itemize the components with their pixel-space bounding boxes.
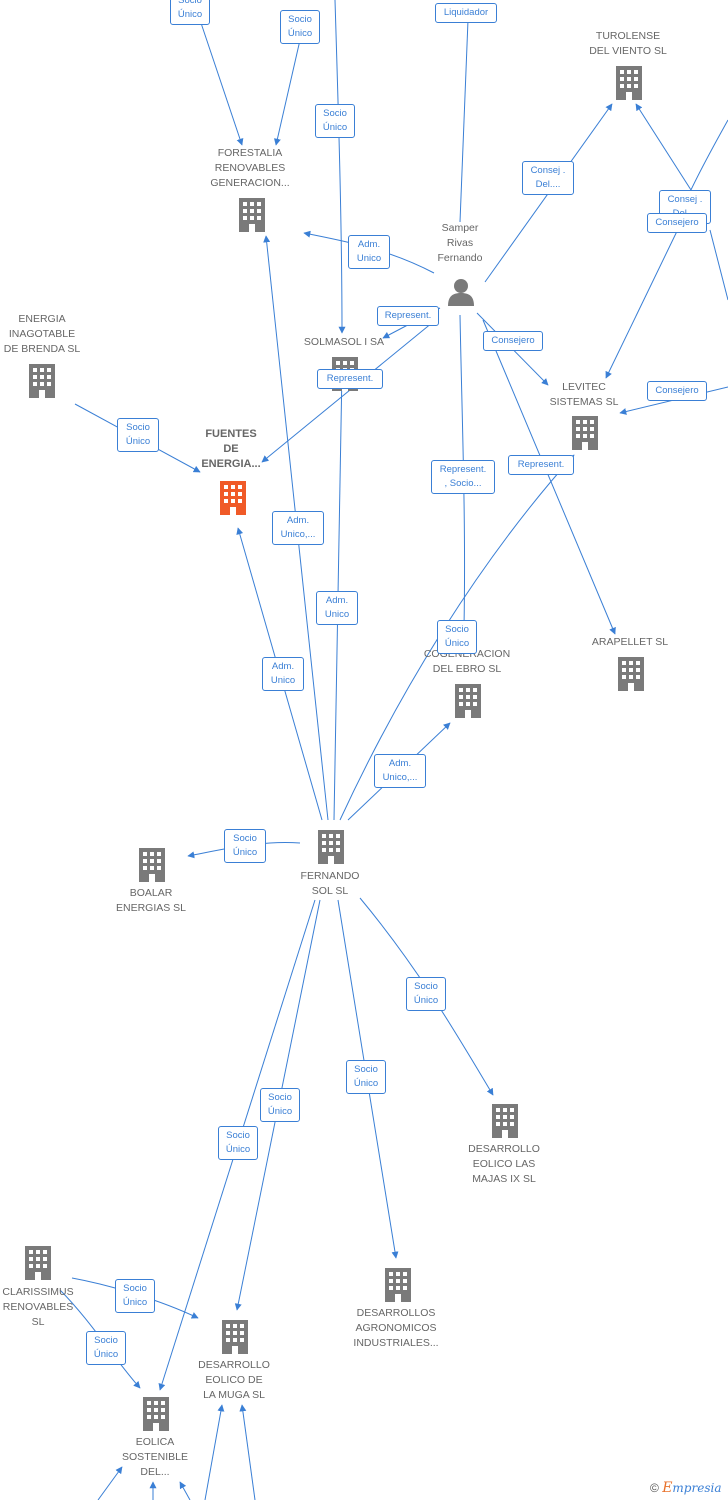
node-boalar[interactable]: BOALAR ENERGIAS SL [101, 848, 201, 916]
relation-badge[interactable]: Adm. Unico [348, 235, 390, 269]
building-icon [571, 416, 599, 450]
building-icon-focus [218, 481, 248, 515]
brand-logo: © Empresia [650, 1480, 721, 1496]
building-icon [491, 1104, 519, 1138]
relation-badge[interactable]: Socio Único [115, 1279, 155, 1313]
brand-logo-text: mpresia [672, 1481, 722, 1495]
relation-badge[interactable]: Consej . Del.... [522, 161, 574, 195]
relation-badge[interactable]: Consejero [647, 213, 707, 233]
node-label: Samper Rivas Fernando [437, 222, 483, 264]
edge [482, 319, 616, 635]
node-label: FUENTES DE ENERGIA... [201, 428, 261, 470]
building-icon [238, 198, 266, 232]
building-icon [454, 684, 482, 718]
relation-badge[interactable]: Socio Único [218, 1126, 258, 1160]
node-label: FORESTALIA RENOVABLES GENERACION... [210, 147, 290, 189]
edge [97, 1466, 123, 1500]
node-desarrollos-agro[interactable]: DESARROLLOS AGRONOMICOS INDUSTRIALES... [346, 1268, 446, 1351]
node-label: BOALAR ENERGIAS SL [115, 887, 187, 914]
relation-badge[interactable]: Represent. , Socio... [431, 460, 495, 494]
building-icon [138, 848, 166, 882]
node-energia-inagotable[interactable]: ENERGIA INAGOTABLE DE BRENDA SL [0, 312, 84, 357]
node-fernando-sol[interactable]: FERNANDO SOL SL [280, 830, 380, 899]
node-label: TUROLENSE DEL VIENTO SL [589, 30, 667, 57]
node-solmasol[interactable]: SOLMASOL I SA [294, 335, 394, 350]
node-arapellet[interactable]: ARAPELLET SL [580, 635, 680, 650]
building-icon [28, 364, 56, 398]
node-fuentes-focus[interactable]: FUENTES DE ENERGIA... [191, 427, 271, 472]
copyright-symbol: © [650, 1481, 659, 1495]
building-icon [615, 66, 643, 100]
building-icon [221, 1320, 249, 1354]
building-icon [617, 657, 645, 691]
edge [204, 1404, 225, 1500]
relation-badge[interactable]: Consejero [483, 331, 543, 351]
relation-badge[interactable]: Liquidador [435, 3, 497, 23]
edge [334, 0, 346, 334]
edge [239, 1404, 256, 1500]
relation-badge[interactable]: Adm. Unico,... [374, 754, 426, 788]
node-desarrollo-majas[interactable]: DESARROLLO EOLICO LAS MAJAS IX SL [454, 1104, 554, 1187]
relation-badge[interactable]: Socio Único [86, 1331, 126, 1365]
node-label: SOLMASOL I SA [303, 336, 385, 348]
relation-badge[interactable]: Consejero [647, 381, 707, 401]
node-forestalia[interactable]: FORESTALIA RENOVABLES GENERACION... [200, 146, 300, 191]
relation-badge[interactable]: Socio Único [170, 0, 210, 25]
node-samper[interactable]: Samper Rivas Fernando [420, 221, 500, 306]
relation-badge[interactable]: Socio Único [406, 977, 446, 1011]
node-label: EOLICA SOSTENIBLE DEL... [122, 1436, 188, 1478]
building-icon [317, 830, 345, 864]
node-eolica-sostenible[interactable]: EOLICA SOSTENIBLE DEL... [105, 1397, 205, 1480]
edge [459, 19, 469, 223]
relation-badge[interactable]: Represent. [377, 306, 439, 326]
edge [199, 19, 244, 146]
relation-badge[interactable]: Represent. [317, 369, 383, 389]
edge [709, 229, 728, 301]
relation-badge[interactable]: Adm. Unico [262, 657, 304, 691]
node-label: FERNANDO SOL SL [300, 870, 360, 897]
node-label: LEVITEC SISTEMAS SL [549, 381, 619, 408]
node-desarrollo-muga[interactable]: DESARROLLO EOLICO DE LA MUGA SL [184, 1320, 284, 1403]
relation-badge[interactable]: Socio Único [346, 1060, 386, 1094]
node-label: DESARROLLOS AGRONOMICOS INDUSTRIALES... [353, 1307, 439, 1349]
relation-badge[interactable]: Adm. Unico,... [272, 511, 324, 545]
node-label: DESARROLLO EOLICO LAS MAJAS IX SL [468, 1143, 540, 1185]
building-icon [24, 1246, 52, 1280]
edge [273, 39, 301, 146]
relation-badge[interactable]: Adm. Unico [316, 591, 358, 625]
node-label: ARAPELLET SL [591, 636, 669, 648]
node-clarissimus[interactable]: CLARISSIMUS RENOVABLES SL [0, 1246, 76, 1330]
building-icon [142, 1397, 170, 1431]
relation-badge[interactable]: Socio Único [260, 1088, 300, 1122]
node-label: ENERGIA INAGOTABLE DE BRENDA SL [3, 313, 81, 355]
person-icon [448, 279, 474, 306]
brand-logo-initial: E [662, 1480, 673, 1496]
node-levitec[interactable]: LEVITEC SISTEMAS SL [534, 380, 634, 410]
relation-badge[interactable]: Socio Único [437, 620, 477, 654]
edge [179, 1481, 191, 1500]
relation-badge[interactable]: Socio Único [315, 104, 355, 138]
relation-badge[interactable]: Socio Único [280, 10, 320, 44]
relation-badge[interactable]: Socio Único [224, 829, 266, 863]
relation-badge[interactable]: Socio Único [117, 418, 159, 452]
node-label: CLARISSIMUS RENOVABLES SL [2, 1286, 74, 1328]
node-label: DESARROLLO EOLICO DE LA MUGA SL [198, 1359, 270, 1401]
node-turolense[interactable]: TUROLENSE DEL VIENTO SL [578, 29, 678, 59]
building-icon [384, 1268, 412, 1302]
relation-badge[interactable]: Represent. [508, 455, 574, 475]
edge [605, 224, 681, 379]
